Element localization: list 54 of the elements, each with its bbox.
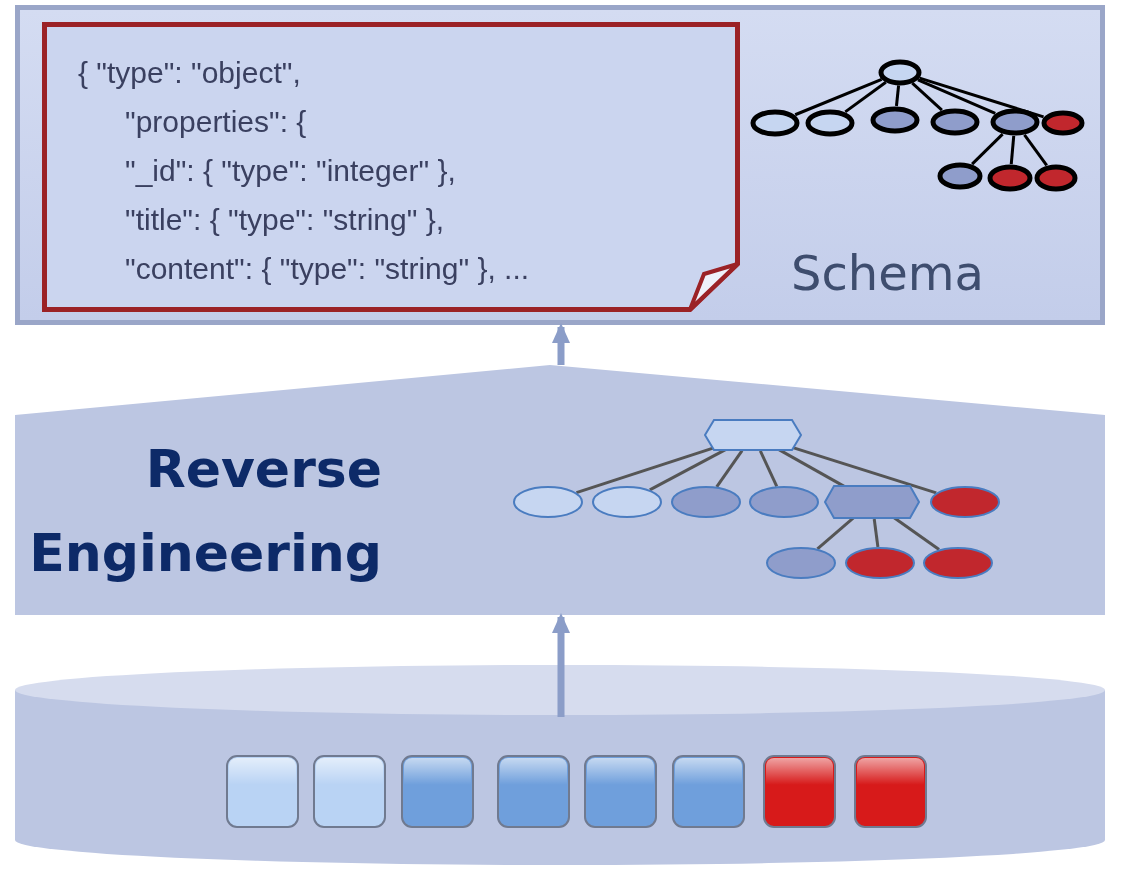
- tree-node: [987, 164, 1033, 192]
- connector-line: [816, 516, 855, 550]
- code-line: "_id": { "type": "integer" },: [125, 153, 456, 189]
- connector-line: [844, 81, 887, 114]
- tree-node: [824, 485, 920, 519]
- connector-line: [971, 133, 1004, 166]
- tree-node: [704, 419, 802, 451]
- record-block: [672, 755, 745, 828]
- connector-line: [1009, 135, 1016, 165]
- record-block: [584, 755, 657, 828]
- tree-node: [990, 108, 1040, 136]
- connector-line: [894, 85, 901, 107]
- record-block: [401, 755, 474, 828]
- tree-node: [1041, 110, 1085, 136]
- tree-node: [878, 58, 922, 86]
- tree-node: [513, 486, 583, 518]
- tree-node: [870, 106, 920, 134]
- tree-node: [930, 486, 1000, 518]
- tree-node: [750, 109, 800, 137]
- connector-line: [758, 450, 779, 487]
- tree-node: [766, 547, 836, 579]
- record-block: [313, 755, 386, 828]
- tree-node: [592, 486, 662, 518]
- connector-line: [917, 78, 996, 115]
- connector-line: [911, 82, 943, 112]
- tree-node: [930, 108, 980, 136]
- connector-line: [872, 518, 880, 548]
- code-line: { "type": "object",: [78, 55, 301, 91]
- record-block: [497, 755, 570, 828]
- tree-node: [805, 109, 855, 137]
- record-block: [226, 755, 299, 828]
- connector-line: [794, 78, 883, 117]
- database-cylinder: [15, 665, 1105, 865]
- tree-node: [1034, 164, 1078, 192]
- arrow: [552, 613, 570, 717]
- code-line: "content": { "type": "string" }, ...: [125, 251, 530, 287]
- record-block: [854, 755, 927, 828]
- record-block: [763, 755, 836, 828]
- tree-node: [923, 547, 993, 579]
- tree-node: [671, 486, 741, 518]
- connector-line: [1023, 134, 1048, 167]
- arrow: [552, 323, 570, 365]
- connector-line: [892, 516, 940, 551]
- connector-line: [715, 449, 744, 488]
- tree-node: [749, 486, 819, 518]
- tree-node: [845, 547, 915, 579]
- process-panel: [15, 365, 1105, 615]
- schema-panel: [15, 5, 1105, 325]
- code-line: "title": { "type": "string" },: [125, 202, 445, 238]
- tree-node: [937, 162, 983, 190]
- panel-title: Schema: [791, 245, 984, 301]
- panel-title: Reverse Engineering: [28, 438, 382, 585]
- document-card: [42, 22, 740, 312]
- code-line: "properties": {: [125, 104, 307, 140]
